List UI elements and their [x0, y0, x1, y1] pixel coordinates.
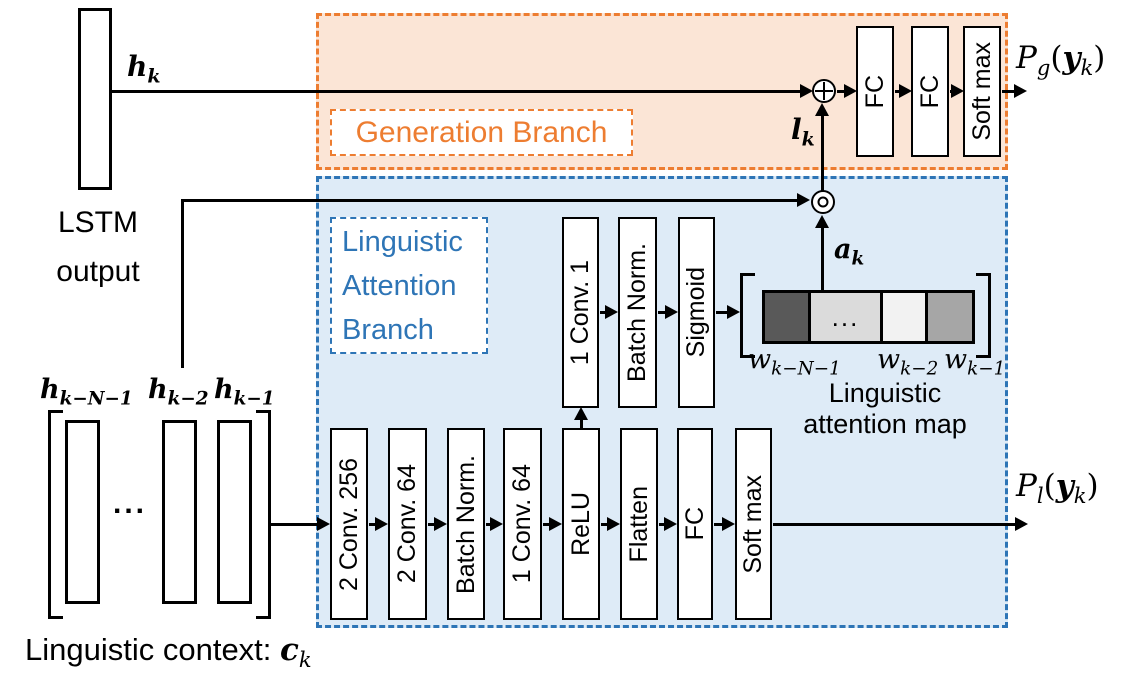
chain-arrow7-head [722, 517, 735, 531]
chain-arrow2-line [428, 523, 435, 526]
map-to-dot-line [821, 226, 824, 290]
relu-to-conv1-arrowhead [574, 407, 588, 420]
map-cell-1 [765, 293, 808, 341]
bn-to-sigmoid-arrowhead [665, 305, 678, 319]
context-to-dot-arrowhead [797, 193, 810, 207]
pl-output-arrowhead [1015, 517, 1028, 531]
chain-arrow1-head [375, 517, 388, 531]
context-h-label-3: hk−1 [214, 374, 275, 410]
chain-arrow7-line [714, 523, 723, 526]
chain-conv256-block: 2 Conv. 256 [330, 428, 368, 620]
l-k-label: lk [791, 113, 815, 151]
chain-arrow5-head [607, 517, 620, 531]
chain-arrow4-head [549, 517, 562, 531]
map-to-dot-arrowhead [815, 215, 829, 228]
context-to-chain-line [270, 523, 318, 526]
context-column-3 [217, 420, 252, 604]
context-column-1 [65, 420, 100, 604]
weight-label-1: wk−N−1 [748, 344, 841, 380]
map-cell-4 [925, 293, 972, 341]
chain-arrow4-line [543, 523, 550, 526]
chain-arrow2-head [434, 517, 447, 531]
chain-softmax-block: Soft max [735, 428, 772, 620]
context-h-label-1: hk−N−1 [40, 374, 133, 410]
chain-arrow6-line [659, 523, 665, 526]
fc1-to-fc2-arrowhead [899, 84, 912, 98]
add-node-icon [812, 79, 836, 103]
context-h-label-2: hk−2 [148, 374, 209, 410]
elementwise-product-node-icon [811, 190, 835, 214]
context-column-2 [162, 420, 197, 604]
h-k-arrowhead [800, 84, 813, 98]
chain-fc-block: FC [677, 428, 713, 620]
map-cell-ellipsis: ... [831, 301, 860, 332]
pg-output-label: Pg(yk) [1016, 40, 1106, 81]
context-caption: Linguistic context: ck [25, 632, 312, 673]
chain-batchnorm-block: Batch Norm. [447, 428, 485, 620]
map-cell-3 [880, 293, 925, 341]
h-k-line [112, 90, 801, 93]
lstm-output-box [78, 8, 112, 190]
context-to-chain-arrowhead [317, 517, 330, 531]
softmax-out-line [1002, 90, 1016, 93]
context-ellipsis: ... [113, 487, 148, 520]
map-left-bracket [740, 273, 755, 358]
generation-branch-title-box: Generation Branch [330, 109, 633, 156]
weight-label-2: wk−2 [877, 344, 939, 380]
conv1-to-bn-arrowhead [605, 305, 618, 319]
chain-arrow6-head [664, 517, 677, 531]
a-k-label: ak [834, 234, 865, 270]
add-to-fc1-line [837, 90, 846, 93]
pl-output-line [773, 523, 1016, 526]
attention-map-cells: ... [762, 290, 975, 344]
relu-to-conv1-line [580, 417, 583, 428]
dot-to-add-line [821, 113, 824, 191]
attention-branch-title: Linguistic Attention Branch [342, 225, 463, 346]
weight-label-3: wk−1 [944, 344, 1006, 380]
context-up-line [181, 200, 184, 368]
chain-arrow3-line [486, 523, 491, 526]
fc2-to-softmax-arrowhead [951, 84, 964, 98]
bn-to-sigmoid-line [658, 311, 666, 314]
chain-relu-block: ReLU [562, 428, 600, 620]
context-left-bracket [48, 410, 63, 619]
chain-arrow5-line [601, 523, 608, 526]
lstm-caption-line2: output [56, 255, 140, 288]
attn-batchnorm-block: Batch Norm. [618, 217, 657, 408]
lstm-caption-line1: LSTM [57, 206, 138, 239]
attention-map-caption: Linguistic attention map [803, 378, 967, 439]
chain-flatten-block: Flatten [620, 428, 658, 620]
generation-branch-title: Generation Branch [355, 115, 608, 149]
conv1-to-bn-line [600, 311, 607, 314]
context-right-bracket [256, 410, 271, 619]
chain-arrow3-head [490, 517, 503, 531]
gen-fc2-block: FC [911, 26, 949, 157]
gen-softmax-block: Soft max [963, 26, 1001, 157]
add-to-fc1-arrowhead [844, 84, 857, 98]
attention-branch-title-box: Linguistic Attention Branch [330, 217, 488, 354]
map-right-bracket [976, 273, 991, 358]
pg-output-arrowhead [1014, 84, 1027, 98]
chain-conv64b-block: 1 Conv. 64 [503, 428, 542, 620]
sigmoid-to-map-arrowhead [727, 305, 740, 319]
chain-conv64-block: 2 Conv. 64 [388, 428, 427, 620]
chain-arrow1-line [369, 523, 376, 526]
context-to-dot-line [181, 199, 798, 202]
h-k-label: hk [127, 50, 161, 88]
attn-conv1-block: 1 Conv. 1 [562, 217, 599, 408]
attn-sigmoid-block: Sigmoid [678, 217, 715, 408]
pl-output-label: Pl(yk) [1016, 468, 1099, 509]
sigmoid-to-map-line [716, 311, 728, 314]
dot-to-add-arrowhead [815, 103, 829, 116]
map-cell-2: ... [808, 293, 880, 341]
lstm-output-caption: LSTM output [28, 198, 168, 296]
fc1-to-fc2-line [895, 90, 901, 93]
gen-fc1-block: FC [856, 26, 894, 157]
